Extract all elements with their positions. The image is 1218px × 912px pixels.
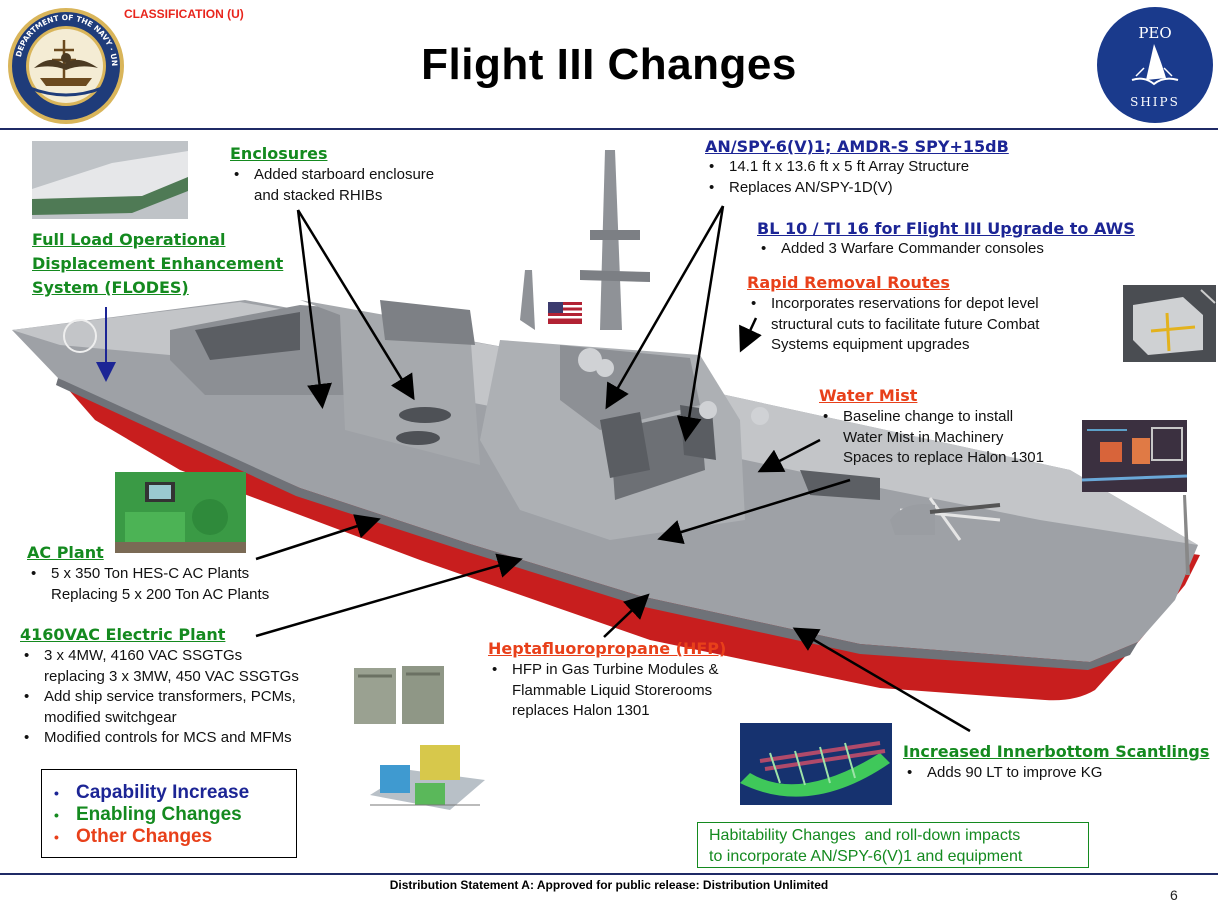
callout-bl10: BL 10 / TI 16 for Flight III Upgrade to … — [757, 219, 1135, 260]
callout-water-mist-title: Water Mist — [819, 386, 918, 405]
legend-item-capability: Capability Increase — [54, 782, 249, 804]
callout-ac-plant-title: AC Plant — [27, 543, 104, 562]
habitability-box: Habitability Changes and roll-down impac… — [697, 822, 1089, 868]
callout-electric-plant-bullet-1: 3 x 4MW, 4160 VAC SSGTGs replacing 3 x 3… — [20, 646, 299, 687]
callout-innerbottom-bullet-1: Adds 90 LT to improve KG — [903, 763, 1209, 784]
callout-flodes-title-line2: Displacement Enhancement — [32, 254, 284, 273]
callout-ac-plant-bullet-1: 5 x 350 Ton HES-C AC Plants Replacing 5 … — [27, 564, 269, 605]
callout-enclosures-bullet: Added starboard enclosure and stacked RH… — [230, 165, 434, 206]
callout-bl10-title: BL 10 / TI 16 for Flight III Upgrade to … — [757, 219, 1135, 238]
callout-flodes-title-line1: Full Load Operational — [32, 230, 226, 249]
transformer-image — [350, 662, 448, 728]
callout-innerbottom: Increased Innerbottom Scantlings Adds 90… — [903, 742, 1209, 784]
callout-flodes: Full Load Operational Displacement Enhan… — [32, 228, 283, 300]
callout-ac-plant: AC Plant 5 x 350 Ton HES-C AC Plants Rep… — [27, 543, 269, 605]
peo-logo-bottom: SHIPS — [1130, 95, 1180, 109]
callout-rapid-removal: Rapid Removal Routes Incorporates reserv… — [747, 273, 1039, 356]
callout-hfp: Heptafluoropropane (HFP) HFP in Gas Turb… — [488, 639, 726, 722]
callout-electric-plant-bullet-2: Add ship service transformers, PCMs, mod… — [20, 687, 299, 728]
page-number: 6 — [1170, 887, 1178, 903]
page-title: Flight III Changes — [421, 40, 797, 89]
ac-plant-photo — [115, 472, 246, 553]
habitability-line-2: to incorporate AN/SPY-6(V)1 and equipmen… — [709, 848, 1023, 865]
callout-enclosures-title: Enclosures — [230, 144, 328, 163]
peo-ships-logo: PEO SHIPS — [1096, 6, 1214, 124]
callout-bl10-bullet-1: Added 3 Warfare Commander consoles — [757, 239, 1135, 260]
rapid-removal-image — [1123, 285, 1216, 362]
callout-spy6-title: AN/SPY-6(V)1; AMDR-S SPY+15dB — [705, 137, 1009, 156]
legend-item-other: Other Changes — [54, 826, 212, 848]
callout-spy6-bullet-1: 14.1 ft x 13.6 ft x 5 ft Array Structure — [705, 157, 1009, 178]
callout-electric-plant: 4160VAC Electric Plant 3 x 4MW, 4160 VAC… — [20, 625, 299, 749]
navy-seal-logo: DEPARTMENT OF THE NAVY · UNITED STATES O… — [2, 0, 126, 126]
habitability-line-1: Habitability Changes and roll-down impac… — [709, 827, 1021, 844]
callout-enclosures: Enclosures Added starboard enclosure and… — [230, 144, 434, 206]
header-divider — [0, 128, 1218, 130]
callout-innerbottom-title: Increased Innerbottom Scantlings — [903, 742, 1210, 761]
flodes-wedge-image — [32, 141, 188, 219]
callout-electric-plant-bullet-3: Modified controls for MCS and MFMs — [20, 728, 299, 749]
callout-hfp-bullet-1: HFP in Gas Turbine Modules & Flammable L… — [488, 660, 726, 722]
callout-electric-plant-title: 4160VAC Electric Plant — [20, 625, 226, 644]
switchgear-cad-image — [360, 735, 490, 825]
footer-divider — [0, 873, 1218, 875]
callout-spy6: AN/SPY-6(V)1; AMDR-S SPY+15dB 14.1 ft x … — [705, 137, 1009, 198]
callout-flodes-title-line3: System (FLODES) — [32, 278, 189, 297]
callout-spy6-bullet-2: Replaces AN/SPY-1D(V) — [705, 178, 1009, 199]
water-mist-image — [1081, 420, 1188, 492]
callout-water-mist-bullet-1: Baseline change to install Water Mist in… — [819, 407, 1044, 469]
distribution-statement: Distribution Statement A: Approved for p… — [389, 878, 829, 892]
innerbottom-cad-image — [740, 723, 892, 805]
legend-box: Capability Increase Enabling Changes Oth… — [41, 769, 297, 858]
peo-logo-top: PEO — [1138, 24, 1171, 42]
callout-rapid-removal-title: Rapid Removal Routes — [747, 273, 950, 292]
callout-rapid-removal-bullet-1: Incorporates reservations for depot leve… — [747, 294, 1039, 356]
callout-water-mist: Water Mist Baseline change to install Wa… — [819, 386, 1044, 469]
callout-hfp-title: Heptafluoropropane (HFP) — [488, 639, 727, 658]
classification-label: CLASSIFICATION (U) — [124, 7, 244, 21]
legend-item-enabling: Enabling Changes — [54, 804, 242, 826]
